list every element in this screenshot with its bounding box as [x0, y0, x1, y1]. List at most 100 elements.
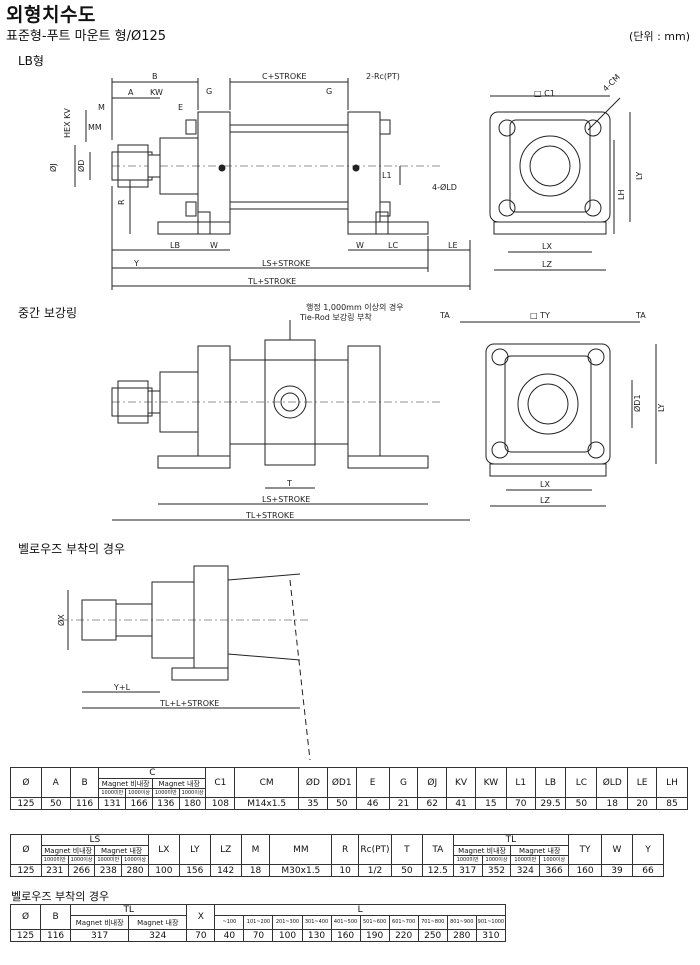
- t2-cell: 66: [631, 864, 665, 877]
- label-OD1: ØD1: [632, 394, 642, 412]
- t1-cell: 62: [417, 797, 448, 810]
- label-rc: 2-Rc(PT): [366, 72, 400, 81]
- t2-ls-sub2-2: 1000이상: [67, 855, 96, 865]
- t1-h-A: A: [40, 767, 71, 798]
- label-W1: W: [210, 241, 218, 250]
- t1-cell: 70: [505, 797, 536, 810]
- t1-h-OD1: ØD1: [326, 767, 357, 798]
- t2-cell: 1/2: [358, 864, 392, 877]
- t1-cell: 125: [10, 797, 42, 810]
- spec-table-1: Ø A B C C1 CM ØD ØD1 E G ØJ KV KW L1 LB …: [10, 767, 689, 810]
- label-note1: 행정 1,000mm 이상의 경우: [306, 302, 404, 312]
- t3-h-X: X: [186, 904, 216, 930]
- t2-cell: 366: [539, 864, 570, 877]
- table3-title: 벨로우즈 부착의 경우: [11, 890, 110, 903]
- t2-cell: 280: [121, 864, 149, 877]
- t1-h-LC: LC: [565, 767, 598, 798]
- t2-cell: 238: [94, 864, 123, 877]
- t1-h-KW: KW: [474, 767, 507, 798]
- t1-h-bore: Ø: [10, 767, 42, 798]
- label-TA2: TA: [635, 311, 646, 320]
- t1-cell: M14x1.5: [234, 797, 300, 810]
- label-LD: 4-ØLD: [432, 182, 457, 192]
- label-LS-stroke2: LS+STROKE: [262, 495, 310, 504]
- t2-cell: M30x1.5: [269, 864, 333, 877]
- t2-cell: 324: [510, 864, 541, 877]
- t1-c-sub-1: Magnet 비내장: [98, 778, 153, 789]
- t2-h-TY: TY: [568, 834, 603, 865]
- t3-l-sub-4: 301~400: [301, 915, 332, 930]
- label-G2: G: [326, 87, 332, 96]
- technical-drawing: B A KW M E MM HEX KV ØJ ØD R G G C+STROK…: [48, 72, 666, 760]
- t1-cell: 21: [388, 797, 419, 810]
- label-C-stroke: C+STROKE: [262, 72, 306, 81]
- t2-h-LS: LS: [40, 834, 149, 846]
- t2-tl-sub2-3: 1000미만: [510, 855, 541, 865]
- label-E: E: [178, 103, 183, 112]
- label-LX2: LX: [540, 480, 550, 489]
- label-B: B: [152, 72, 158, 81]
- t3-cell: 250: [417, 929, 448, 942]
- t1-cell: 180: [178, 797, 207, 810]
- t3-l-sub-6: 501~600: [359, 915, 390, 930]
- label-OX: ØX: [56, 614, 66, 626]
- t2-tl-sub-2: Magnet 내장: [510, 845, 570, 856]
- t3-l-sub-3: 201~300: [272, 915, 303, 930]
- label-C1: □ C1: [534, 89, 555, 98]
- t2-h-MM: MM: [269, 834, 333, 865]
- section-title-mid: 중간 보강링: [18, 306, 78, 320]
- label-note2: Tie-Rod 보강링 부착: [299, 312, 372, 322]
- t2-tl-sub-1: Magnet 비내장: [452, 845, 512, 856]
- t3-l-sub-5: 401~500: [330, 915, 361, 930]
- t3-cell: 40: [214, 929, 245, 942]
- t2-ls-sub-1: Magnet 비내장: [40, 845, 96, 856]
- t2-cell: 125: [10, 864, 42, 877]
- t3-cell: 317: [70, 929, 130, 942]
- t2-ls-sub-2: Magnet 내장: [94, 845, 149, 856]
- label-TL-stroke: TL+STROKE: [247, 277, 296, 286]
- t2-h-LX: LX: [147, 834, 180, 865]
- t3-h-B: B: [40, 904, 72, 930]
- t2-cell: 10: [331, 864, 360, 877]
- t1-cell: 50: [326, 797, 357, 810]
- bellows-view: [60, 565, 311, 760]
- t3-cell: 324: [128, 929, 188, 942]
- t3-h-bore: Ø: [9, 904, 42, 930]
- t1-cell: 50: [565, 797, 598, 810]
- lb-side-view: [74, 78, 471, 290]
- t2-tl-sub2-2: 1000이상: [481, 855, 512, 865]
- t3-cell: 100: [272, 929, 303, 942]
- t1-cell: 29.5: [534, 797, 567, 810]
- label-A: A: [128, 88, 134, 97]
- label-R: R: [117, 199, 126, 205]
- t2-cell: 12.5: [421, 864, 454, 877]
- label-LY: LY: [635, 172, 644, 180]
- label-OJ: ØJ: [48, 163, 58, 172]
- label-LB: LB: [170, 241, 180, 250]
- unit-label: (단위 : mm): [629, 30, 690, 43]
- t1-c-sub2-4: 1000이상: [178, 788, 207, 798]
- t1-c-sub2-1: 1000미만: [98, 788, 127, 798]
- t2-h-TA: TA: [421, 834, 454, 865]
- t2-cell: 18: [240, 864, 271, 877]
- t2-cell: 317: [452, 864, 483, 877]
- page-title: 외형치수도: [6, 4, 96, 26]
- label-LH: LH: [617, 190, 626, 200]
- t3-cell: 70: [186, 929, 216, 942]
- label-L1: L1: [382, 171, 392, 180]
- t1-cell: 20: [627, 797, 657, 810]
- t1-cell: 15: [474, 797, 507, 810]
- t2-cell: 39: [601, 864, 633, 877]
- t2-h-W: W: [601, 834, 633, 865]
- t3-l-sub-1: ~100: [214, 915, 245, 930]
- t1-cell: 108: [205, 797, 236, 810]
- t1-h-CM: CM: [234, 767, 300, 798]
- label-MM: MM: [88, 123, 102, 132]
- t1-h-KV: KV: [446, 767, 476, 798]
- t1-cell: 85: [655, 797, 689, 810]
- section-title-lb: LB형: [18, 54, 44, 68]
- t2-h-Rc: Rc(PT): [358, 834, 392, 865]
- t2-cell: 352: [481, 864, 512, 877]
- label-LY2: LY: [657, 404, 666, 412]
- t1-h-OLD: ØLD: [596, 767, 629, 798]
